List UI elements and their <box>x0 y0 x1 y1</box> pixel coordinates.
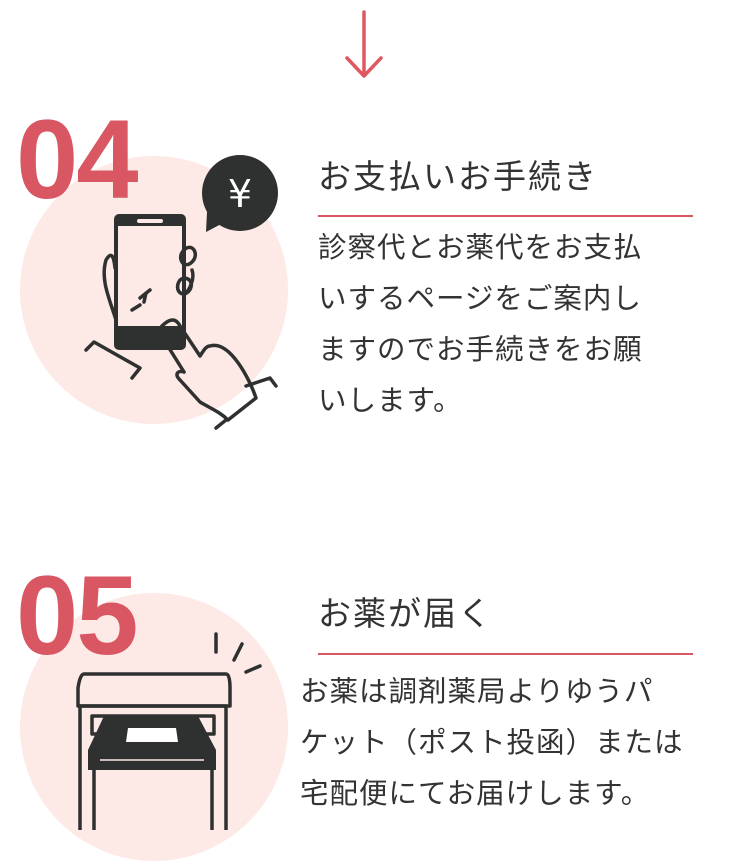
yen-symbol: ¥ <box>228 172 252 216</box>
step-number: 05 <box>16 553 139 678</box>
step-title: お支払いお手続き <box>318 157 598 196</box>
step-description: 診察代とお薬代をお支払 いするページをご案内し ますのでお手続きをお願 いします… <box>318 222 643 426</box>
description-line: ケット（ポスト投函）または <box>300 726 684 759</box>
description-line: 宅配便にてお届けします。 <box>300 777 651 810</box>
description-line: 診察代とお薬代をお支払 <box>318 231 643 264</box>
title-underline <box>318 215 693 217</box>
step-number: 04 <box>16 97 139 222</box>
title-underline <box>318 653 693 655</box>
smartphone-payment-icon: ¥ <box>84 155 278 430</box>
mailbox-package-icon <box>76 632 262 830</box>
arrow-down-icon <box>345 10 383 78</box>
description-line: いするページをご案内し <box>318 282 642 315</box>
description-line: いします。 <box>318 384 463 417</box>
description-line: ますのでお手続きをお願 <box>318 333 643 366</box>
step-description: お薬は調剤薬局よりゆうパ ケット（ポスト投函）または 宅配便にてお届けします。 <box>300 666 684 819</box>
step-title: お薬が届く <box>318 594 493 633</box>
description-line: お薬は調剤薬局よりゆうパ <box>300 675 654 708</box>
